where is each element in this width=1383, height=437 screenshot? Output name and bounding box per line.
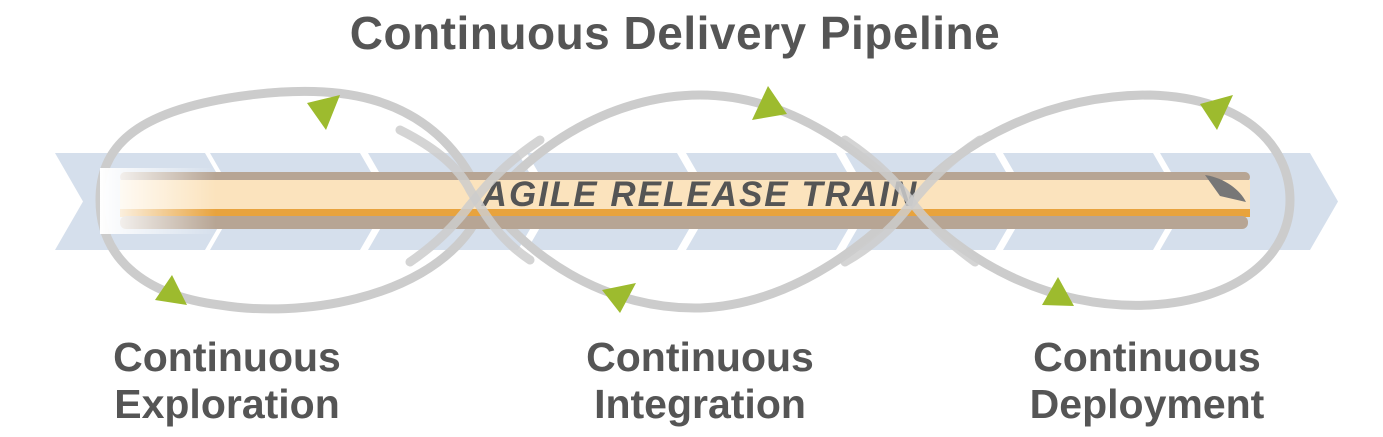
arrow-bottom-mid-icon: [602, 283, 636, 313]
arrow-bottom-left-icon: [155, 275, 187, 305]
stage-deployment-line2: Deployment: [1029, 381, 1265, 427]
crossing-left: [395, 125, 535, 265]
page-title: Continuous Delivery Pipeline: [349, 7, 1001, 59]
train: AGILE RELEASE TRAIN: [100, 168, 1260, 234]
stage-integration-line1: Continuous: [586, 334, 814, 380]
stage-deployment-line1: Continuous: [1033, 334, 1261, 380]
loop-crossings: [395, 125, 985, 267]
train-fade: [100, 168, 1260, 234]
stage-deployment: Continuous Deployment: [987, 334, 1307, 428]
loop-deployment: [905, 90, 1295, 310]
arrow-top-left-icon: [307, 95, 340, 130]
crossing-right-2: [840, 135, 985, 267]
stage-exploration: Continuous Exploration: [67, 334, 387, 428]
stage-integration: Continuous Integration: [540, 334, 860, 428]
arrow-top-right-icon: [1200, 95, 1233, 130]
arrow-top-mid-icon: [752, 86, 787, 120]
stage-integration-line2: Integration: [594, 381, 806, 427]
stage-exploration-line2: Exploration: [114, 381, 340, 427]
train-label: AGILE RELEASE TRAIN: [481, 175, 919, 214]
direction-arrows: [155, 86, 1233, 313]
stage-exploration-line1: Continuous: [113, 334, 341, 380]
arrow-bottom-right-icon: [1042, 277, 1074, 306]
crossing-left-2: [405, 135, 545, 267]
